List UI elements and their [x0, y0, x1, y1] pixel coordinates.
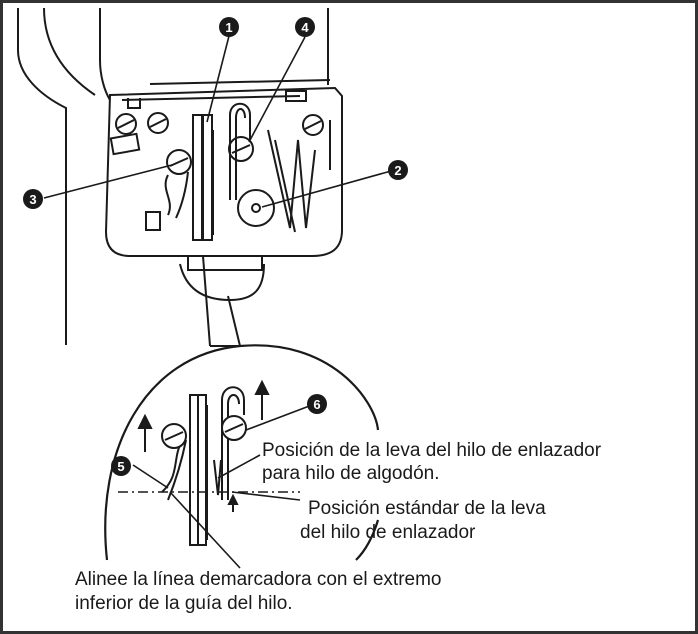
- leader-lines-top: [43, 35, 392, 208]
- callout-6: 6: [307, 394, 327, 414]
- cover-plate: [104, 79, 343, 302]
- thread-cam-springs: [164, 102, 331, 233]
- callout-2-text: 2: [394, 163, 401, 178]
- align-instruction-label-1: Alinee la línea demarcadora con el extre…: [75, 569, 442, 590]
- callout-4: 4: [295, 17, 315, 37]
- cotton-cam-position-label-2: para hilo de algodón.: [262, 463, 440, 484]
- thread-guide-bars: [192, 114, 214, 241]
- callout-6-text: 6: [313, 397, 320, 412]
- callout-2: 2: [388, 160, 408, 180]
- standard-cam-position-label-1: Posición estándar de la leva: [308, 498, 546, 519]
- cotton-cam-position-label-1: Posición de la leva del hilo de enlazado…: [262, 440, 602, 461]
- callout-badges: 1 4 2 3 6 5: [23, 17, 408, 476]
- magnified-guide: [161, 386, 245, 546]
- callout-1: 1: [219, 17, 239, 37]
- callout-3-text: 3: [29, 192, 36, 207]
- callout-1-text: 1: [225, 20, 232, 35]
- screws: [115, 112, 324, 175]
- leader-lines-detail: [132, 404, 313, 569]
- callout-5-text: 5: [117, 459, 124, 474]
- align-instruction-label-2: inferior de la guía del hilo.: [75, 593, 293, 614]
- callout-3: 3: [23, 189, 43, 209]
- machine-body-outline: [17, 7, 329, 345]
- standard-cam-position-label-2: del hilo de enlazador: [300, 522, 476, 543]
- up-arrows: [137, 379, 270, 512]
- magnified-screws: [161, 415, 247, 449]
- callout-5: 5: [111, 456, 131, 476]
- magnified-detail: [104, 344, 380, 561]
- callout-4-text: 4: [301, 20, 309, 35]
